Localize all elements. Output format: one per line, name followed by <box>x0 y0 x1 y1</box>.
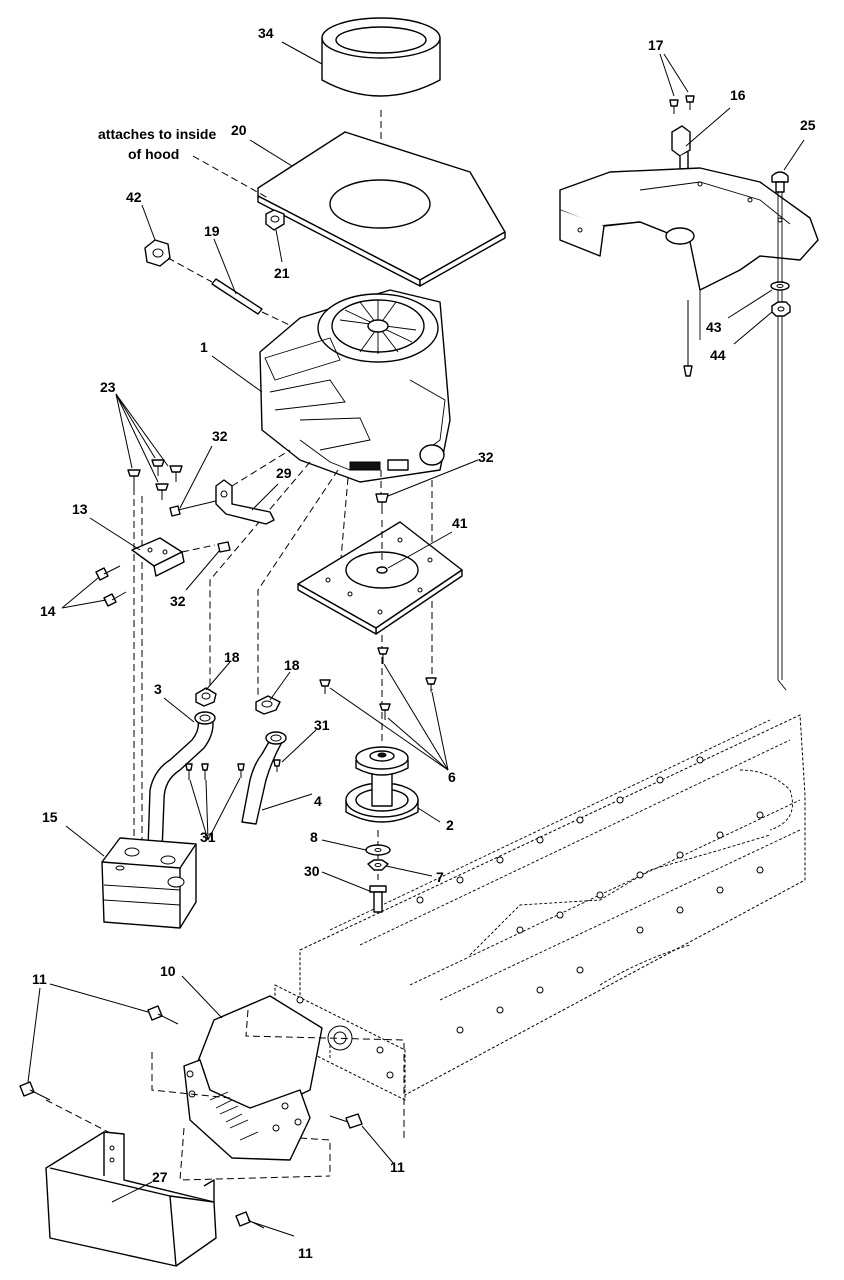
callout-4: 4 <box>314 793 322 809</box>
screws-31 <box>185 759 281 780</box>
nut-44 <box>771 301 791 317</box>
pulley <box>345 746 419 823</box>
knob-25 <box>771 171 789 193</box>
dash-panel <box>559 167 819 340</box>
callout-14: 14 <box>40 603 56 619</box>
callout-2: 2 <box>446 817 454 833</box>
callout-labels: 34 20 42 19 21 1 23 32 29 13 14 32 32 41… <box>32 25 816 1261</box>
bolt-32-lower <box>217 541 231 553</box>
callout-42: 42 <box>126 189 142 205</box>
callout-6: 6 <box>448 769 456 785</box>
muffler <box>101 837 197 929</box>
engine-plate <box>297 521 463 635</box>
bolt-32-right <box>375 493 389 514</box>
callout-11-c: 11 <box>390 1159 405 1175</box>
exhaust-pipe-3 <box>147 711 216 853</box>
callout-32-lower: 32 <box>170 593 186 609</box>
callout-25: 25 <box>800 117 816 133</box>
callout-44: 44 <box>710 347 726 363</box>
bolt-30 <box>369 885 387 913</box>
callout-19: 19 <box>204 223 220 239</box>
callout-32-top: 32 <box>212 428 228 444</box>
gasket-18-right <box>255 695 281 715</box>
coupler-nut-42 <box>144 239 171 267</box>
control-rod <box>777 192 787 691</box>
bracket-29 <box>215 479 275 525</box>
screw-11-c <box>329 1113 363 1129</box>
bracket-13 <box>131 537 185 577</box>
gasket-18-left <box>195 687 217 707</box>
callout-41: 41 <box>452 515 468 531</box>
callout-8: 8 <box>310 829 318 845</box>
lock-washer-7 <box>367 859 389 871</box>
callout-31-lower: 31 <box>200 829 216 845</box>
heat-shield <box>183 995 323 1161</box>
callout-23: 23 <box>100 379 116 395</box>
callout-27: 27 <box>152 1169 168 1185</box>
exhaust-pipe-4 <box>241 731 287 825</box>
rod-19 <box>211 278 263 315</box>
screws-14 <box>95 565 127 607</box>
callout-18-left: 18 <box>224 649 240 665</box>
note-line-1: attaches to inside <box>98 126 216 142</box>
callout-1: 1 <box>200 339 208 355</box>
screws-17 <box>669 95 695 114</box>
callout-13: 13 <box>72 501 88 517</box>
screw-11-a <box>147 1005 179 1025</box>
callout-7: 7 <box>436 869 444 885</box>
callout-11-a: 11 <box>32 971 47 987</box>
washer-43 <box>770 281 790 291</box>
callout-29: 29 <box>276 465 292 481</box>
callout-11-d: 11 <box>298 1245 313 1261</box>
callout-34: 34 <box>258 25 274 41</box>
washer-8 <box>365 844 391 856</box>
callout-43: 43 <box>706 319 722 335</box>
bolts-23 <box>127 459 183 500</box>
hood-panel <box>257 131 506 287</box>
note-line-2: of hood <box>128 146 179 162</box>
bolt-32-left <box>169 499 221 517</box>
callout-30: 30 <box>304 863 320 879</box>
callout-16: 16 <box>730 87 746 103</box>
tractor-frame <box>274 714 806 1101</box>
screws-6 <box>319 647 437 720</box>
frame-holes <box>296 756 764 1079</box>
air-filter-ring <box>321 17 441 97</box>
screw-11-d <box>235 1211 265 1229</box>
engine <box>259 289 451 483</box>
callout-20: 20 <box>231 122 247 138</box>
callout-18-right: 18 <box>284 657 300 673</box>
callout-10: 10 <box>160 963 176 979</box>
callout-17: 17 <box>648 37 664 53</box>
callout-31-right: 31 <box>314 717 330 733</box>
nut-21 <box>265 209 285 231</box>
callout-21: 21 <box>274 265 290 281</box>
callout-15: 15 <box>42 809 58 825</box>
callout-32-right: 32 <box>478 449 494 465</box>
leader-lines <box>27 41 805 1237</box>
shield-cover <box>45 1131 217 1267</box>
screw-11-b <box>19 1081 51 1101</box>
callout-3: 3 <box>154 681 162 697</box>
